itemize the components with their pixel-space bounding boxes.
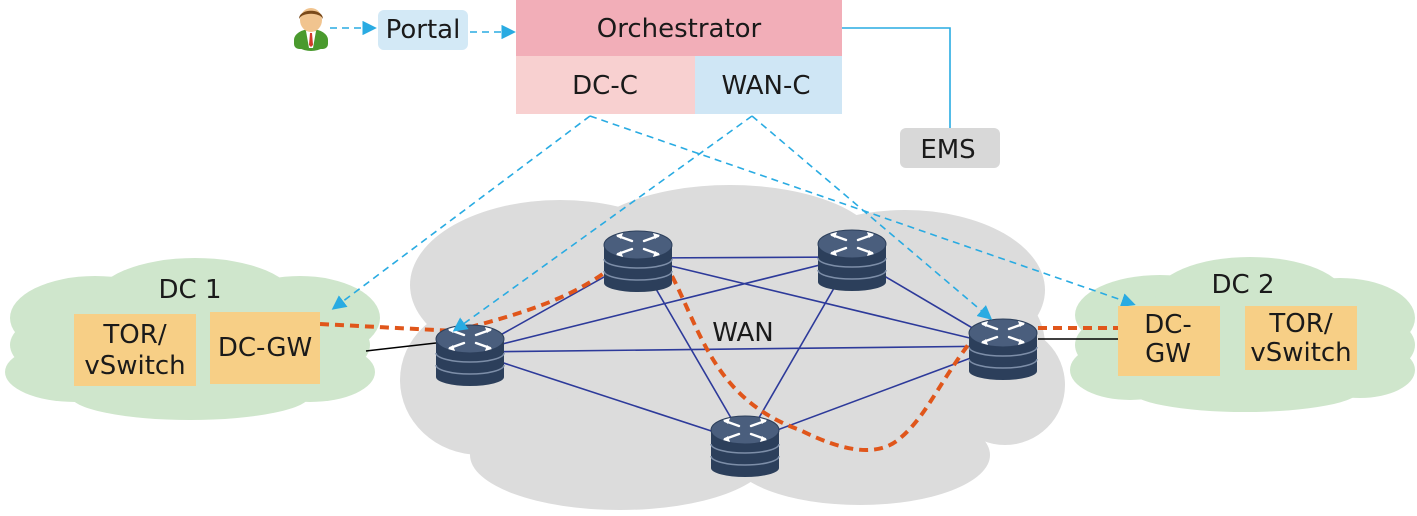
router-icon (709, 414, 781, 479)
router-icon (434, 323, 506, 388)
router-icon (602, 229, 674, 294)
ems-box[interactable]: EMS (900, 128, 1000, 168)
dc2-tor-line1: TOR/ (1268, 309, 1332, 339)
dc1-label: DC 1 (159, 275, 222, 305)
wan-controller-label: WAN-C (721, 71, 810, 101)
ems-link (842, 27, 951, 128)
dc2-gw-line2: GW (1145, 339, 1191, 369)
dc2-tor-line2: vSwitch (1250, 338, 1351, 368)
portal-label: Portal (386, 15, 461, 45)
service-path (319, 260, 1118, 452)
user-icon (294, 8, 328, 51)
dc1-tor-box[interactable]: TOR/ vSwitch (74, 314, 196, 386)
orchestrator-title: Orchestrator (597, 14, 762, 44)
wan-controller-box[interactable]: WAN-C (695, 56, 842, 114)
dc-controller-box[interactable]: DC-C (516, 56, 695, 114)
ems-label: EMS (920, 135, 975, 165)
dc1-gw-box[interactable]: DC-GW (210, 312, 320, 384)
access-links (365, 338, 1118, 352)
dc1-gw-label: DC-GW (218, 333, 312, 363)
dc2-label: DC 2 (1212, 270, 1275, 300)
router-icon (967, 317, 1039, 382)
portal-box[interactable]: Portal (378, 10, 468, 50)
control-links (330, 20, 1136, 332)
dc1-tor-line1: TOR/ (102, 320, 166, 350)
wan-label: WAN (712, 318, 774, 348)
dc-controller-label: DC-C (572, 71, 638, 101)
dc1-tor-line2: vSwitch (84, 351, 185, 381)
orchestrator-box[interactable]: Orchestrator (516, 0, 842, 56)
dc2-gw-box[interactable]: DC- GW (1118, 306, 1220, 376)
dc2-tor-box[interactable]: TOR/ vSwitch (1245, 306, 1357, 370)
dc2-gw-line1: DC- (1144, 310, 1192, 340)
router-icon (816, 228, 888, 293)
